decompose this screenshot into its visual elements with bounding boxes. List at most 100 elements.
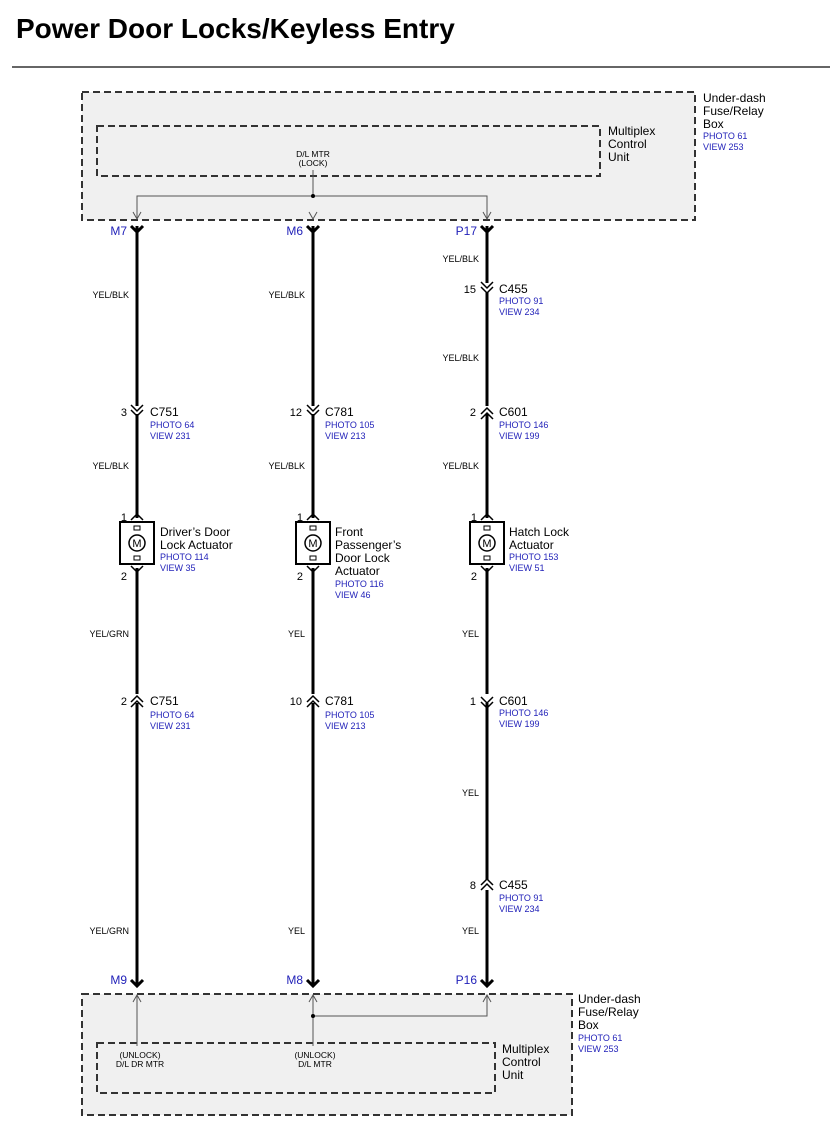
wire-color-label: YEL/BLK	[442, 461, 479, 471]
connector-c601-lock: 2 C601 PHOTO 146 VIEW 199	[470, 405, 548, 441]
actuator-photo-ref[interactable]: PHOTO 116	[335, 579, 384, 589]
connector-photo-ref[interactable]: PHOTO 91	[499, 893, 543, 903]
connector-c751-unlock: 2 C751 PHOTO 64 VIEW 231	[121, 694, 194, 731]
connector-pin-number: 12	[290, 407, 302, 419]
connector-view-ref[interactable]: VIEW 231	[150, 721, 191, 731]
wire-color-label: YEL	[462, 926, 479, 936]
top-mcu-output-label-line2: (LOCK)	[299, 158, 328, 168]
actuator-photo-ref[interactable]: PHOTO 153	[509, 552, 558, 562]
top-box-label-line2: Fuse/Relay	[703, 104, 764, 118]
wire-color-label: YEL	[288, 926, 305, 936]
wire-color-label: YEL	[462, 788, 479, 798]
connector-view-ref[interactable]: VIEW 199	[499, 431, 540, 441]
connector-name: C601	[499, 405, 528, 419]
motor-symbol: M	[132, 538, 141, 550]
connector-photo-ref[interactable]: PHOTO 146	[499, 708, 548, 718]
actuator-pin-bottom: 2	[471, 571, 477, 583]
bottom-mcu-label-line3: Unit	[502, 1068, 524, 1082]
connector-pin-number: 2	[121, 696, 127, 708]
connector-pin-number: 8	[470, 880, 476, 892]
actuator-pin-top: 1	[297, 512, 303, 524]
bottom-box-view-ref[interactable]: VIEW 253	[578, 1044, 619, 1054]
connector-name: C455	[499, 878, 528, 892]
top-mcu-label-line1: Multiplex	[608, 124, 655, 138]
connector-view-ref[interactable]: VIEW 213	[325, 721, 366, 731]
connector-photo-ref[interactable]: PHOTO 105	[325, 710, 374, 720]
connector-view-ref[interactable]: VIEW 231	[150, 431, 191, 441]
connector-name: C455	[499, 282, 528, 296]
connector-c455-unlock: 8 C455 PHOTO 91 VIEW 234	[470, 877, 543, 914]
front-passenger-door-lock-actuator: M 1 2 Front Passenger’s Door Lock Actuat…	[295, 512, 401, 600]
bottom-box-label-line1: Under-dash	[578, 992, 641, 1006]
actuator-view-ref[interactable]: VIEW 35	[160, 563, 196, 573]
bottom-pin-label: M9	[110, 973, 127, 987]
actuator-name-line2: Actuator	[509, 538, 554, 552]
circuit-driver-door: M7 M9 YEL/BLK YEL/BLK YEL/GRN YEL/GRN 3 …	[89, 224, 233, 989]
wire-color-label: YEL	[288, 629, 305, 639]
actuator-name-line3: Door Lock	[335, 551, 391, 565]
wire-color-label: YEL/BLK	[92, 290, 129, 300]
bottom-box-label-line3: Box	[578, 1018, 599, 1032]
connector-c601-unlock: 1 C601 PHOTO 146 VIEW 199	[470, 694, 548, 729]
bottom-box-label-line2: Fuse/Relay	[578, 1005, 639, 1019]
wire-color-label: YEL/GRN	[89, 926, 129, 936]
top-mcu-label-line2: Control	[608, 137, 647, 151]
wire-color-label: YEL/BLK	[442, 353, 479, 363]
actuator-name-line4: Actuator	[335, 564, 380, 578]
bottom-fuse-relay-box: Under-dash Fuse/Relay Box PHOTO 61 VIEW …	[81, 992, 641, 1116]
top-box-view-ref[interactable]: VIEW 253	[703, 142, 744, 152]
connector-photo-ref[interactable]: PHOTO 146	[499, 420, 548, 430]
actuator-name-line1: Hatch Lock	[509, 525, 570, 539]
connector-name: C601	[499, 694, 528, 708]
connector-photo-ref[interactable]: PHOTO 105	[325, 420, 374, 430]
motor-symbol: M	[308, 538, 317, 550]
actuator-pin-top: 1	[471, 512, 477, 524]
actuator-pin-bottom: 2	[297, 571, 303, 583]
top-box-photo-ref[interactable]: PHOTO 61	[703, 131, 747, 141]
actuator-name-line1: Front	[335, 525, 364, 539]
top-pin-label: M7	[110, 224, 127, 238]
wire-color-label: YEL/BLK	[268, 290, 305, 300]
connector-name: C781	[325, 405, 354, 419]
top-fuse-relay-box: Under-dash Fuse/Relay Box PHOTO 61 VIEW …	[81, 91, 766, 221]
bottom-box-photo-ref[interactable]: PHOTO 61	[578, 1033, 622, 1043]
top-mcu-output-label-line1: D/L MTR	[296, 149, 330, 159]
top-box-label-line1: Under-dash	[703, 91, 766, 105]
connector-c455-lock: 15 C455 PHOTO 91 VIEW 234	[464, 281, 543, 317]
bottom-mcu-right-label-line2: D/L MTR	[298, 1059, 332, 1069]
motor-icon	[128, 534, 146, 552]
connector-view-ref[interactable]: VIEW 199	[499, 719, 540, 729]
wire-color-label: YEL/BLK	[92, 461, 129, 471]
connector-view-ref[interactable]: VIEW 234	[499, 307, 540, 317]
bottom-pin-label: M8	[286, 973, 303, 987]
actuator-name-line1: Driver’s Door	[160, 525, 230, 539]
bottom-mcu-left-label-line1: (UNLOCK)	[119, 1050, 160, 1060]
actuator-name-line2: Lock Actuator	[160, 538, 233, 552]
connector-c781-unlock: 10 C781 PHOTO 105 VIEW 213	[290, 694, 375, 731]
connector-name: C781	[325, 694, 354, 708]
top-mcu-label-line3: Unit	[608, 150, 630, 164]
wire-color-label: YEL/BLK	[442, 254, 479, 264]
wire-color-label: YEL	[462, 629, 479, 639]
actuator-name-line2: Passenger’s	[335, 538, 401, 552]
actuator-view-ref[interactable]: VIEW 51	[509, 563, 545, 573]
motor-icon	[304, 534, 322, 552]
actuator-pin-top: 1	[121, 512, 127, 524]
connector-photo-ref[interactable]: PHOTO 64	[150, 420, 194, 430]
connector-pin-number: 2	[470, 407, 476, 419]
actuator-pin-bottom: 2	[121, 571, 127, 583]
connector-photo-ref[interactable]: PHOTO 64	[150, 710, 194, 720]
hatch-lock-actuator: M 1 2 Hatch Lock Actuator PHOTO 153 VIEW…	[469, 512, 570, 583]
wire-color-label: YEL/GRN	[89, 629, 129, 639]
top-box-label-line3: Box	[703, 117, 724, 131]
actuator-photo-ref[interactable]: PHOTO 114	[160, 552, 209, 562]
connector-view-ref[interactable]: VIEW 234	[499, 904, 540, 914]
connector-photo-ref[interactable]: PHOTO 91	[499, 296, 543, 306]
motor-icon	[478, 534, 496, 552]
actuator-view-ref[interactable]: VIEW 46	[335, 590, 371, 600]
top-pin-label: P17	[456, 224, 478, 238]
circuit-front-passenger-door: M6 M8 YEL/BLK YEL/BLK YEL YEL 12 C781 PH…	[268, 224, 401, 989]
wire-color-label: YEL/BLK	[268, 461, 305, 471]
connector-view-ref[interactable]: VIEW 213	[325, 431, 366, 441]
bottom-pin-label: P16	[456, 973, 478, 987]
